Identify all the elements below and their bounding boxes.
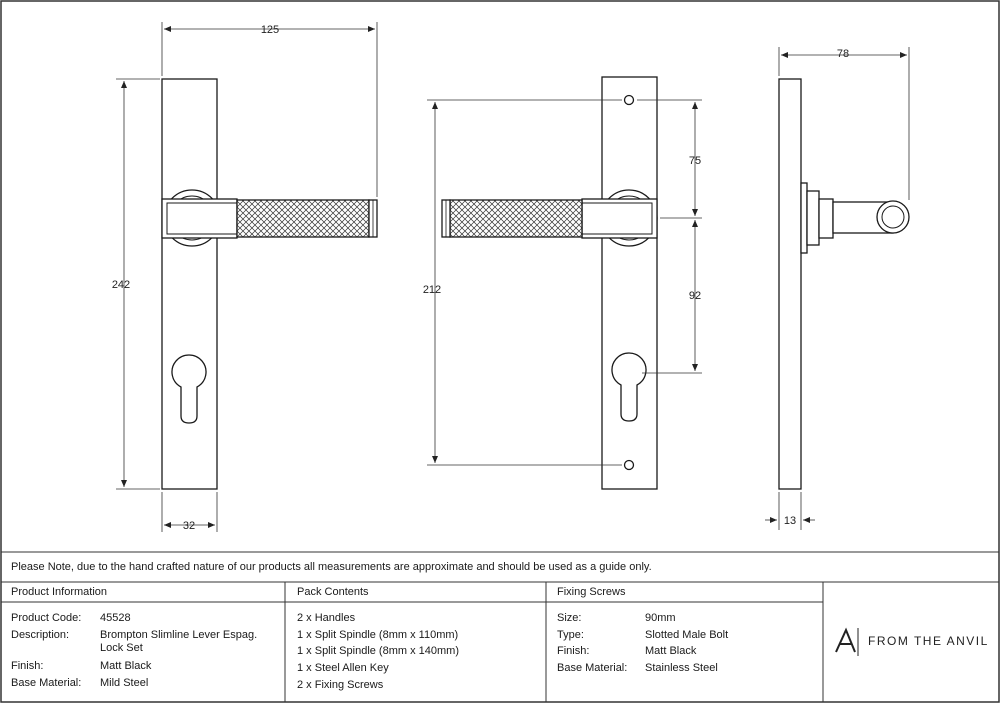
back-top-screw-hole (623, 94, 635, 106)
back-lever-neck (581, 198, 658, 239)
dim-back-upper: 75 (689, 155, 701, 167)
front-euro-keyhole (171, 354, 207, 424)
pack-item: 1 x Split Spindle (8mm x 110mm) (297, 629, 459, 641)
screw-finish-label: Finish: (557, 645, 590, 657)
side-dimensions (765, 47, 910, 530)
finish-label: Finish: (11, 660, 44, 672)
screw-type-label: Type: (557, 629, 584, 641)
pack-item: 1 x Split Spindle (8mm x 140mm) (297, 645, 459, 657)
front-lever-neck (161, 198, 238, 239)
screw-size-value: 90mm (645, 612, 676, 624)
fixing-screws-header: Fixing Screws (557, 586, 626, 598)
front-dimensions (116, 22, 378, 532)
dim-back-lower: 92 (689, 290, 701, 302)
front-backplate (161, 78, 218, 490)
dim-front-plate-width: 32 (183, 520, 195, 532)
dim-front-height: 242 (112, 279, 130, 291)
finish-value: Matt Black (100, 660, 152, 672)
screw-material-value: Stainless Steel (645, 662, 718, 674)
dim-back-height: 212 (423, 284, 441, 296)
info-table-lines (1, 551, 999, 702)
anvil-a-logo-icon (835, 627, 859, 656)
back-bottom-screw-hole (623, 459, 635, 471)
measurement-note: Please Note, due to the hand crafted nat… (11, 561, 652, 573)
product-code-label: Product Code: (11, 612, 82, 624)
dim-side-thickness: 13 (784, 515, 796, 527)
base-material-label: Base Material: (11, 677, 82, 689)
back-dimensions (427, 99, 702, 466)
pack-item: 1 x Steel Allen Key (297, 662, 389, 674)
dim-side-projection: 78 (837, 48, 849, 60)
pack-contents-header: Pack Contents (297, 586, 369, 598)
dim-front-width: 125 (261, 24, 279, 36)
back-view (441, 76, 658, 490)
brand-name: FROM THE ANVIL (868, 634, 989, 648)
side-lever-shank (818, 198, 834, 239)
back-lever-grip (449, 199, 583, 238)
product-info-header: Product Information (11, 586, 107, 598)
screw-size-label: Size: (557, 612, 582, 624)
pack-item: 2 x Handles (297, 612, 356, 624)
front-view (161, 78, 378, 490)
screw-finish-value: Matt Black (645, 645, 697, 657)
base-material-value: Mild Steel (100, 677, 149, 689)
screw-material-label: Base Material: (557, 662, 628, 674)
side-view (778, 78, 910, 490)
screw-type-value: Slotted Male Bolt (645, 629, 729, 641)
pack-item: 2 x Fixing Screws (297, 679, 384, 691)
description-value-line2: Lock Set (100, 642, 143, 654)
back-backplate (601, 76, 658, 490)
description-value: Brompton Slimline Lever Espag. (100, 629, 258, 641)
front-lever-grip (236, 199, 370, 238)
product-code-value: 45528 (100, 612, 131, 624)
side-backplate (778, 78, 802, 490)
description-label: Description: (11, 629, 70, 641)
back-euro-keyhole (611, 352, 647, 422)
